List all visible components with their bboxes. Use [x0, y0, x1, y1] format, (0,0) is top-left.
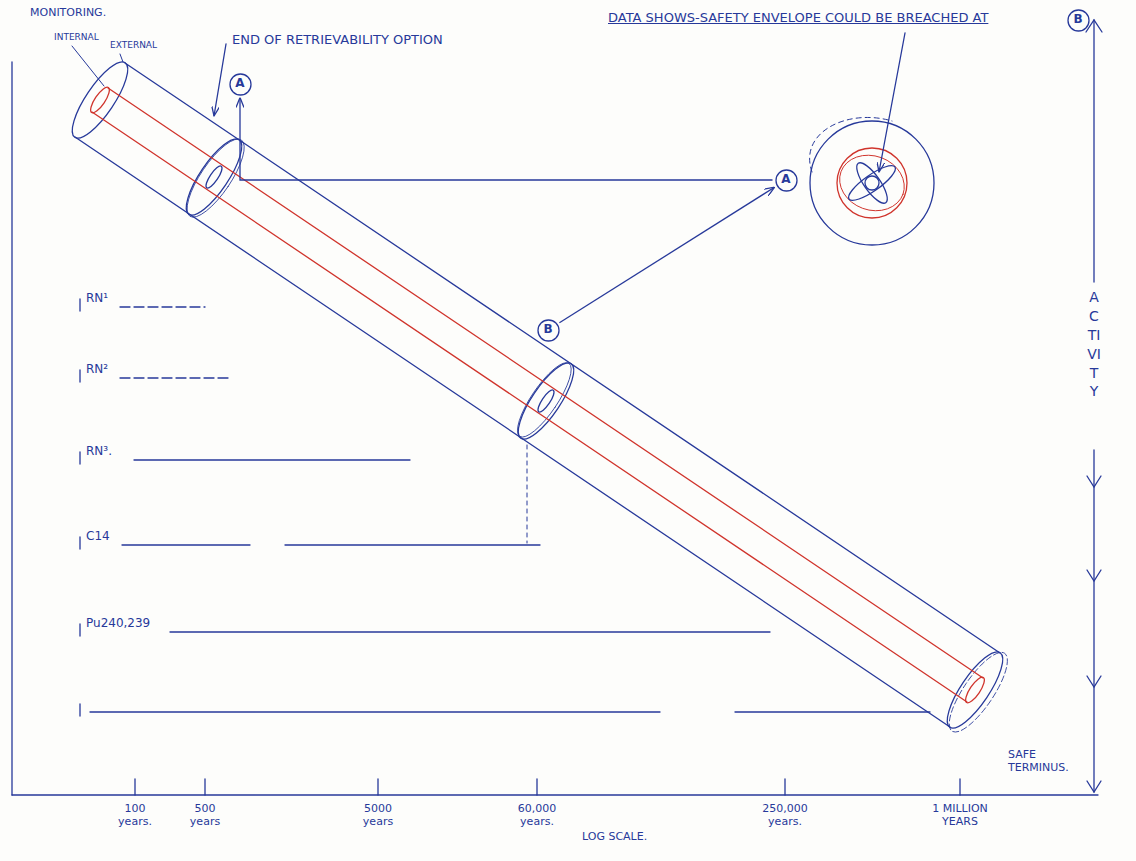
- inner-section: [203, 164, 224, 190]
- row-tick: [79, 299, 80, 311]
- row-tick: [79, 370, 80, 382]
- tube-outline: [125, 63, 1000, 653]
- callout-letter: B: [1073, 13, 1082, 26]
- tube-outline: [75, 137, 950, 727]
- nuclide-label: C14: [86, 529, 110, 543]
- leader-arrow: [879, 33, 905, 172]
- row-line: [90, 711, 660, 712]
- arrowhead: [1087, 781, 1101, 792]
- breach-outline: [810, 117, 892, 172]
- axis-ticks: [135, 779, 960, 795]
- arrowhead: [1087, 476, 1101, 487]
- tick: [204, 779, 205, 795]
- inner-tube: [87, 85, 987, 705]
- core: [865, 176, 879, 190]
- callout-circle: A: [229, 73, 252, 96]
- inner-outline: [92, 112, 967, 702]
- row-line: [134, 459, 410, 460]
- tick-label: 500 years: [182, 802, 228, 828]
- tick-label: 60,000 years.: [509, 802, 565, 828]
- breach-lobe: [852, 159, 893, 207]
- heading-label: MONITORING.: [30, 6, 106, 19]
- leader-label: INTERNAL: [54, 32, 99, 43]
- row-line: [170, 631, 770, 632]
- inner-sections: [203, 164, 556, 414]
- callout-circle: B: [1067, 9, 1090, 32]
- leader-line: [72, 46, 104, 86]
- tick-label: 100 years.: [112, 802, 158, 828]
- callout-letter: A: [781, 173, 790, 186]
- callout-letter: A: [235, 77, 244, 90]
- row-tick: [79, 704, 80, 716]
- leader-label: EXTERNAL: [110, 40, 157, 51]
- tube-section: [940, 645, 1017, 740]
- inner-section: [87, 85, 112, 115]
- outer-envelope: [810, 121, 934, 245]
- leader-arrow: [214, 44, 226, 116]
- note-label: DATA SHOWS-SAFETY ENVELOPE COULD BE BREA…: [608, 10, 988, 26]
- tick: [377, 779, 378, 795]
- row-line: [120, 306, 205, 307]
- row-line: [120, 377, 232, 378]
- nuclide-label: RN¹: [86, 291, 108, 305]
- row-line: [285, 544, 540, 545]
- y-axis: [11, 62, 12, 795]
- circle-outline: [776, 170, 797, 191]
- callout-arrow: [240, 98, 773, 181]
- nuclide-label: Pu240,239: [86, 616, 150, 630]
- arrowhead: [1087, 676, 1101, 687]
- tick-label: 1 MILLION YEARS: [921, 802, 999, 828]
- nuclide-label: RN²: [86, 362, 108, 376]
- repository-tube: [63, 55, 1017, 740]
- tick: [134, 779, 135, 795]
- tick: [959, 779, 960, 795]
- nuclide-rows: [80, 299, 930, 716]
- drop-line: [527, 445, 528, 543]
- nuclide-label: RN³.: [86, 444, 112, 458]
- inner-section: [535, 388, 556, 414]
- arrowhead: [1087, 570, 1101, 581]
- inner-envelope: [832, 146, 912, 219]
- row-tick: [79, 452, 80, 464]
- axis-line: [1093, 20, 1094, 282]
- row-tick: [79, 537, 80, 549]
- axis-title: ACTIVITY: [1087, 288, 1101, 401]
- leader-line: [120, 54, 123, 62]
- note-label: END OF RETRIEVABILITY OPTION: [232, 32, 443, 48]
- tick: [536, 779, 537, 795]
- terminus-label: SAFE TERMINUS.: [1008, 748, 1088, 774]
- callout-circle: A: [775, 169, 798, 192]
- row-line: [735, 711, 930, 712]
- callout-arrow: [559, 187, 774, 323]
- activity-axis: [1086, 20, 1102, 792]
- circle-outline: [1068, 10, 1089, 31]
- circle-outline: [538, 320, 559, 341]
- axis-line: [1093, 450, 1094, 792]
- row-tick: [79, 624, 80, 636]
- callout-letter: B: [543, 323, 552, 336]
- inner-section: [962, 675, 987, 705]
- tick: [784, 779, 785, 795]
- tick-label: 250,000 years.: [753, 802, 817, 828]
- x-axis: [12, 794, 1098, 795]
- axis-label: LOG SCALE.: [582, 830, 647, 843]
- callout-circle: B: [537, 319, 560, 342]
- circle-outline: [230, 74, 251, 95]
- breach-lobe: [844, 160, 899, 205]
- inner-envelope: [837, 148, 907, 218]
- cross-section-detail: [810, 117, 934, 245]
- tick-label: 5000 years: [355, 802, 401, 828]
- row-line: [122, 544, 250, 545]
- inner-outline: [108, 88, 983, 678]
